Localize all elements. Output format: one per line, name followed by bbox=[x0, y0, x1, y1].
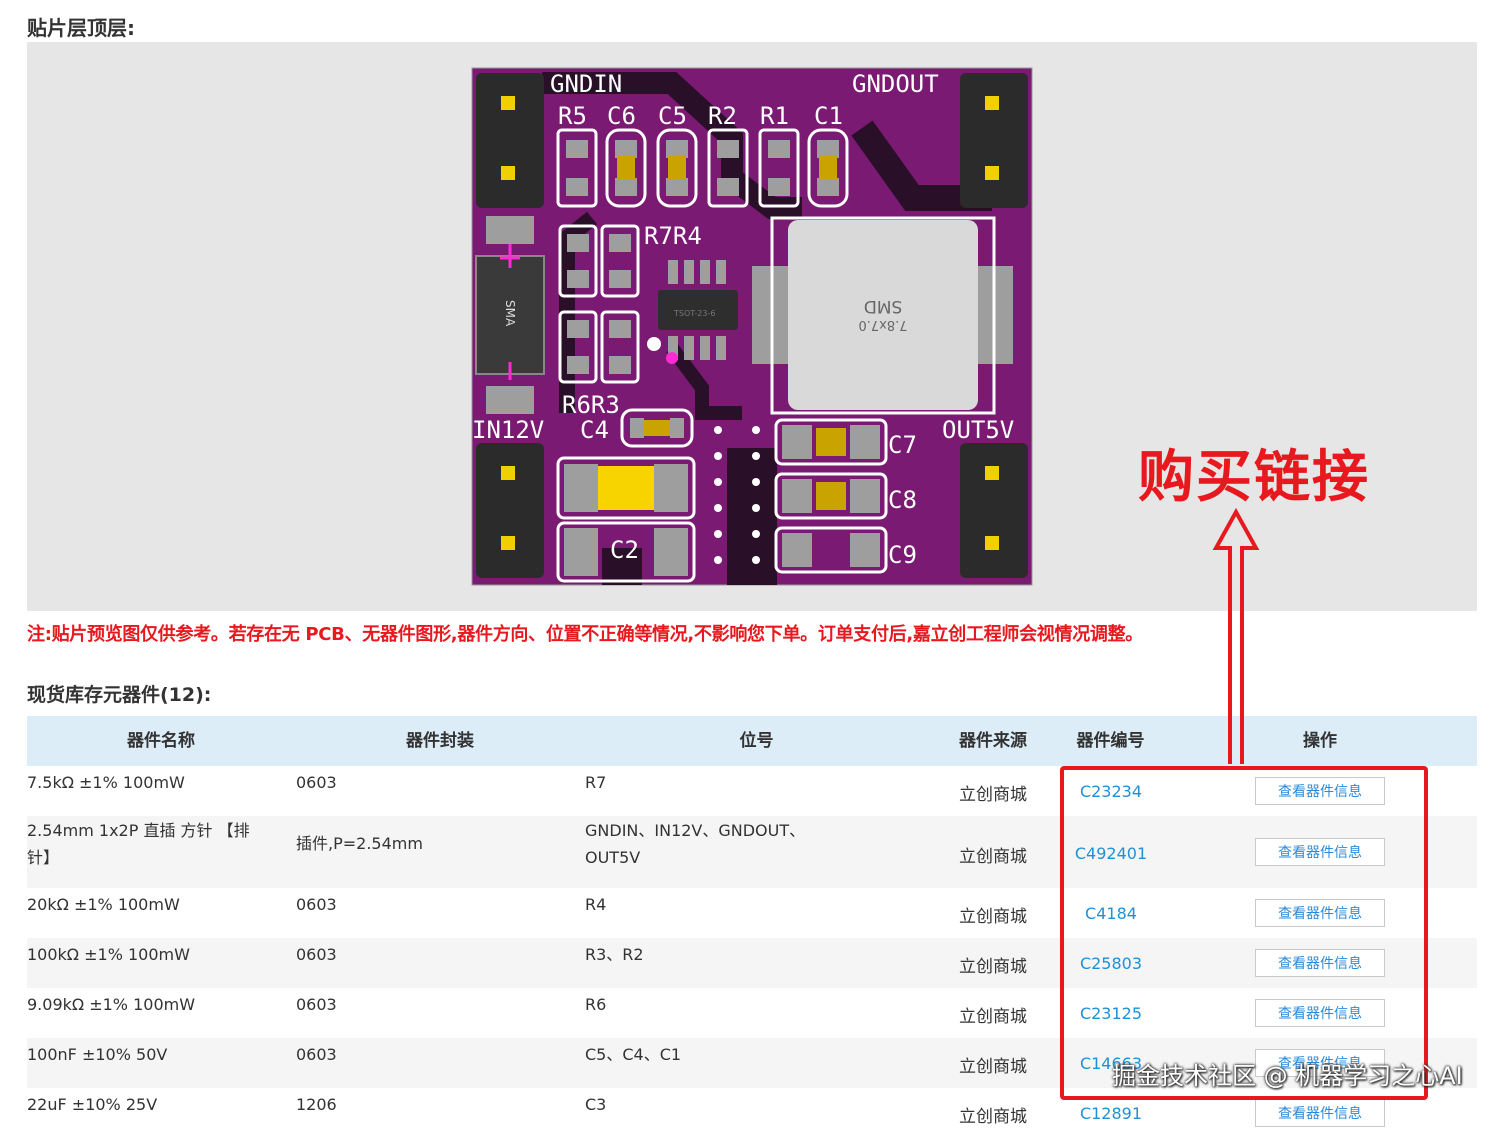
silk-inductor-type: SMD bbox=[864, 296, 903, 316]
silk-r2: R2 bbox=[708, 102, 737, 130]
cell-designator: R7 bbox=[585, 773, 607, 792]
cell-name: 2.54mm 1x2P 直插 方针 【排针】 bbox=[27, 821, 250, 867]
cell-name: 22uF ±10% 25V bbox=[27, 1095, 158, 1114]
header-gndout bbox=[960, 73, 1028, 208]
header-out5v bbox=[960, 443, 1028, 578]
cell-source: 立创商城 bbox=[959, 957, 1027, 977]
cell-source: 立创商城 bbox=[959, 907, 1027, 927]
cell-name: 20kΩ ±1% 100mW bbox=[27, 895, 180, 914]
cell-designator: C3 bbox=[585, 1095, 607, 1114]
table-row: 20kΩ ±1% 100mW 0603 R4 立创商城 C4184 查看器件信息 bbox=[27, 888, 1477, 938]
stock-components-title: 现货库存元器件(12): bbox=[27, 684, 212, 706]
silk-sot: TSOT-23-6 bbox=[673, 309, 715, 318]
silk-r7r4: R7R4 bbox=[644, 222, 702, 250]
cell-package: 0603 bbox=[296, 1045, 337, 1064]
cell-source: 立创商城 bbox=[959, 847, 1027, 867]
cell-package: 1206 bbox=[296, 1095, 337, 1114]
header-gndin bbox=[476, 73, 544, 208]
buy-link-annotation: 购买链接 bbox=[1138, 445, 1370, 510]
cell-package: 0603 bbox=[296, 895, 337, 914]
col-header-name: 器件名称 bbox=[127, 731, 195, 751]
part-number-link[interactable]: C492401 bbox=[1074, 844, 1148, 863]
silk-r6r3: R6R3 bbox=[562, 391, 620, 419]
view-component-info-button[interactable]: 查看器件信息 bbox=[1255, 899, 1385, 927]
cell-designator: C5、C4、C1 bbox=[585, 1045, 682, 1064]
cell-package: 0603 bbox=[296, 773, 337, 792]
cell-source: 立创商城 bbox=[959, 1107, 1027, 1127]
part-number-link[interactable]: C12891 bbox=[1079, 1104, 1143, 1123]
silk-gndin: GNDIN bbox=[550, 70, 622, 98]
silk-c8: C8 bbox=[888, 486, 917, 514]
part-number-link[interactable]: C23125 bbox=[1079, 1004, 1143, 1023]
table-row: 100kΩ ±1% 100mW 0603 R3、R2 立创商城 C25803 查… bbox=[27, 938, 1477, 988]
cell-designator: R4 bbox=[585, 895, 607, 914]
silk-out5v: OUT5V bbox=[942, 416, 1014, 444]
col-header-source: 器件来源 bbox=[959, 731, 1027, 751]
view-component-info-button[interactable]: 查看器件信息 bbox=[1255, 777, 1385, 805]
cell-package: 0603 bbox=[296, 945, 337, 964]
table-row: 7.5kΩ ±1% 100mW 0603 R7 立创商城 C23234 查看器件… bbox=[27, 766, 1477, 816]
up-arrow-icon bbox=[1212, 507, 1260, 764]
silk-c4: C4 bbox=[580, 416, 609, 444]
silk-c5: C5 bbox=[658, 102, 687, 130]
part-number-link[interactable]: C25803 bbox=[1079, 954, 1143, 973]
view-component-info-button[interactable]: 查看器件信息 bbox=[1255, 999, 1385, 1027]
table-row: 9.09kΩ ±1% 100mW 0603 R6 立创商城 C23125 查看器… bbox=[27, 988, 1477, 1038]
silk-r5: R5 bbox=[558, 102, 587, 130]
view-component-info-button[interactable]: 查看器件信息 bbox=[1255, 1099, 1385, 1127]
cell-designator: R6 bbox=[585, 995, 607, 1014]
cell-source: 立创商城 bbox=[959, 785, 1027, 805]
silk-c2: C2 bbox=[610, 536, 639, 564]
view-component-info-button[interactable]: 查看器件信息 bbox=[1255, 949, 1385, 977]
view-component-info-button[interactable]: 查看器件信息 bbox=[1255, 838, 1385, 866]
table-row: 100nF ±10% 50V 0603 C5、C4、C1 立创商城 C14663… bbox=[27, 1038, 1477, 1088]
silk-in12v: IN12V bbox=[472, 416, 544, 444]
silk-c9: C9 bbox=[888, 541, 917, 569]
pcb-preview-panel: GNDIN GNDOUT R5 C6 C5 R2 R1 C1 R7R4 R6R3… bbox=[27, 42, 1477, 611]
table-header: 器件名称 器件封装 位号 器件来源 器件编号 操作 bbox=[27, 716, 1477, 766]
silk-inductor-size: 7.8x7.0 bbox=[858, 317, 907, 332]
silk-c1: C1 bbox=[814, 102, 843, 130]
table-row: 22uF ±10% 25V 1206 C3 立创商城 C12891 查看器件信息 bbox=[27, 1088, 1477, 1127]
col-header-part-no: 器件编号 bbox=[1076, 731, 1145, 751]
col-header-package: 器件封装 bbox=[406, 731, 474, 751]
silk-gndout: GNDOUT bbox=[852, 70, 939, 98]
part-number-link[interactable]: C23234 bbox=[1079, 782, 1143, 801]
watermark: 掘金技术社区 @ 机器学习之心AI bbox=[1112, 1062, 1463, 1090]
preview-note: 注:贴片预览图仅供参考。若存在无 PCB、无器件图形,器件方向、位置不正确等情况… bbox=[27, 624, 1143, 645]
cell-name: 7.5kΩ ±1% 100mW bbox=[27, 773, 185, 792]
cell-source: 立创商城 bbox=[959, 1057, 1027, 1077]
part-number-link[interactable]: C4184 bbox=[1085, 904, 1137, 923]
silk-sma: SMA bbox=[503, 300, 517, 327]
cell-source: 立创商城 bbox=[959, 1007, 1027, 1027]
silk-c7: C7 bbox=[888, 431, 917, 459]
cell-name: 100kΩ ±1% 100mW bbox=[27, 945, 190, 964]
col-header-designator: 位号 bbox=[739, 731, 774, 751]
cell-name: 100nF ±10% 50V bbox=[27, 1045, 168, 1064]
pcb-top-layer-image: GNDIN GNDOUT R5 C6 C5 R2 R1 C1 R7R4 R6R3… bbox=[471, 67, 1033, 586]
cell-name: 9.09kΩ ±1% 100mW bbox=[27, 995, 196, 1014]
top-layer-title: 贴片层顶层: bbox=[27, 16, 135, 40]
highlight-box bbox=[1060, 766, 1428, 1100]
view-component-info-button[interactable]: 查看器件信息 bbox=[1255, 1049, 1385, 1077]
part-number-link[interactable]: C14663 bbox=[1079, 1054, 1143, 1073]
cell-designator: GNDIN、IN12V、GNDOUT、OUT5V bbox=[585, 821, 806, 867]
cell-package: 插件,P=2.54mm bbox=[296, 834, 423, 853]
col-header-action: 操作 bbox=[1303, 731, 1337, 751]
cell-designator: R3、R2 bbox=[585, 945, 644, 964]
header-in12v bbox=[476, 443, 544, 578]
silk-c6: C6 bbox=[607, 102, 636, 130]
table-row: 2.54mm 1x2P 直插 方针 【排针】 插件,P=2.54mm GNDIN… bbox=[27, 816, 1477, 888]
cell-package: 0603 bbox=[296, 995, 337, 1014]
silk-r1: R1 bbox=[760, 102, 789, 130]
